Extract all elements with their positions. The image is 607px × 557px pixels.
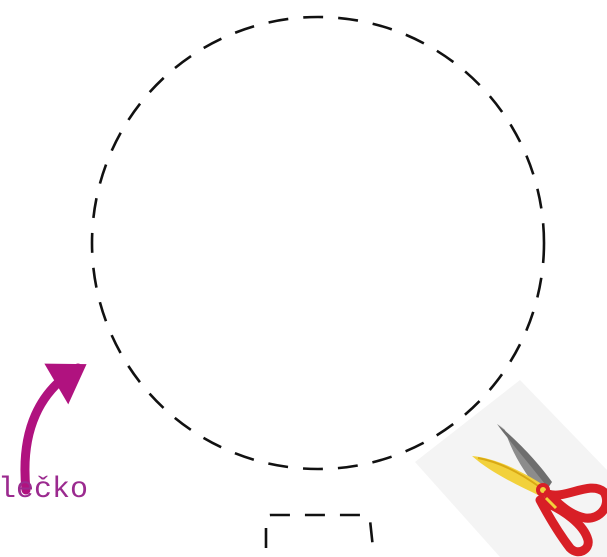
scissors-icon — [415, 380, 607, 557]
dashed-cut-circle — [92, 17, 544, 469]
dashed-cut-tab — [266, 515, 373, 548]
partial-word-label: lečko — [0, 470, 88, 510]
